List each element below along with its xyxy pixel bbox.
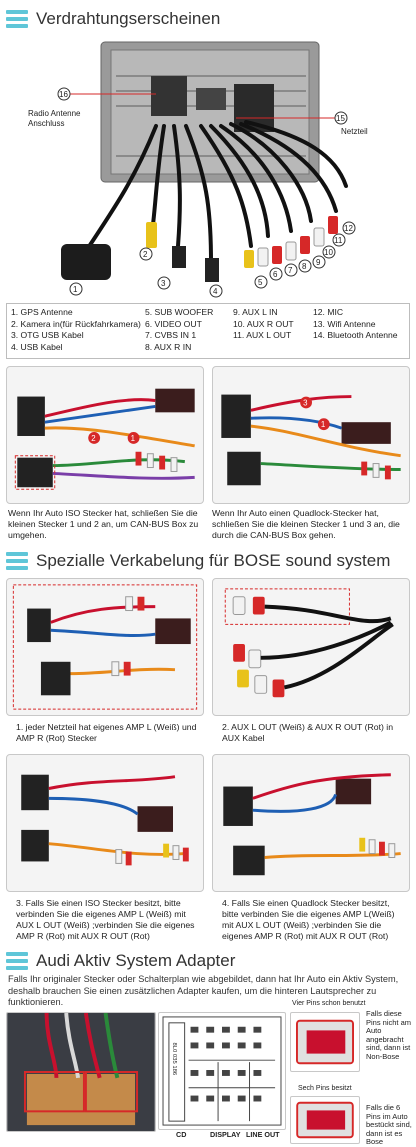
bose-photo-1 [6,578,204,716]
legend-column-2: 5. SUB WOOFER 6. VIDEO OUT 7. CVBS IN 1 … [145,307,233,355]
legend-column-1: 1. GPS Antenne 2. Kamera in(für Rückfahr… [11,307,145,355]
section-title: Audi Aktiv System Adapter [36,951,236,970]
bose-photo-2 [212,578,410,716]
audi-description: Falls Ihr originaler Stecker oder Schalt… [8,974,399,1007]
list-icon [6,950,28,972]
power-label: Netzteil [341,127,368,136]
svg-text:12: 12 [344,224,353,233]
svg-text:1: 1 [73,285,78,294]
svg-text:8: 8 [302,262,307,271]
section-header-wiring: Verdrahtungserscheinen [6,8,220,30]
bose-callout: Falls die 6 Pins im Auto bestückt sind, … [366,1103,412,1147]
non-bose-callout: Falls diese Pins nicht am Auto angebrach… [366,1009,412,1061]
quadlock-connector-photo: 3 1 [212,366,410,504]
badge-1: 1 [131,434,135,443]
svg-text:4: 4 [213,287,218,296]
legend-item: 10. AUX R OUT [233,318,294,329]
svg-text:2: 2 [143,250,148,259]
antenna-label-line2: Anschluss [28,119,64,128]
legend-item: 8. AUX R IN [145,341,192,352]
iso-caption: Wenn Ihr Auto ISO Stecker hat, schließen… [8,508,199,540]
audi-pin-diagram: 8L0 035 186 [158,1012,286,1130]
wiring-legend: 1. GPS Antenne 2. Kamera in(für Rückfahr… [6,303,410,359]
non-bose-connector [290,1012,360,1072]
legend-item: 14. Bluetooth Antenne [313,330,398,341]
label-cd: CD [176,1130,187,1139]
legend-item: 6. VIDEO OUT [145,318,202,329]
label-line-out: LINE OUT [246,1130,280,1139]
svg-text:7: 7 [288,266,293,275]
legend-item: 3. OTG USB Kabel [11,330,84,341]
svg-text:10: 10 [324,248,333,257]
wiring-overview-image: Radio Antenne Anschluss Netzteil 16 15 1… [6,36,410,298]
section-header-bose: Spezialle Verkabelung für BOSE sound sys… [6,550,390,572]
diagram-code: 8L0 035 186 [171,1042,177,1075]
legend-item: 5. SUB WOOFER [145,307,214,317]
badge-1: 1 [321,420,325,429]
legend-column-4: 12. MIC 13. Wifi Antenne 14. Bluetooth A… [313,307,405,355]
bose-photo-3 [6,754,204,892]
svg-text:6: 6 [273,270,278,279]
section-header-audi: Audi Aktiv System Adapter [6,950,235,972]
legend-item: 12. MIC [313,307,344,317]
label-display: DISPLAY [210,1130,241,1139]
badge-3: 3 [303,398,308,407]
svg-text:15: 15 [336,114,345,123]
svg-text:3: 3 [161,279,166,288]
bose-caption-4: 4. Falls Sie einen Quadlock Stecker besi… [222,898,395,941]
legend-item: 13. Wifi Antenne [313,318,376,329]
iso-connector-photo: 2 1 [6,366,204,504]
bose-caption-2: 2. AUX L OUT (Weiß) & AUX R OUT (Rot) in… [222,722,394,743]
svg-text:16: 16 [59,90,68,99]
legend-item: 7. CVBS IN 1 [145,330,197,341]
section-title: Spezialle Verkabelung für BOSE sound sys… [36,551,391,570]
bose-connector [290,1096,360,1144]
list-icon [6,8,28,30]
legend-item: 11. AUX L OUT [233,330,292,341]
legend-item: 2. Kamera in(für Rückfahrkamera) [11,318,141,329]
svg-text:5: 5 [258,278,263,287]
wiring-illustration: Radio Antenne Anschluss Netzteil 16 15 1… [28,41,368,298]
antenna-label-line1: Radio Antenne [28,109,81,118]
quadlock-caption: Wenn Ihr Auto einen Quadlock-Stecker hat… [212,508,400,540]
legend-item: 1. GPS Antenne [11,307,73,317]
sechs-pins-label: Sech Pins besitzt [298,1085,352,1092]
section-title: Verdrahtungserscheinen [36,9,221,28]
legend-column-3: 9. AUX L IN 10. AUX R OUT 11. AUX L OUT [233,307,313,355]
legend-item: 4. USB Kabel [11,341,63,352]
vier-pins-label: Vier Pins schon benutzt [292,1000,366,1007]
audi-connector-photo [6,1012,156,1132]
svg-text:11: 11 [334,236,343,245]
badge-2: 2 [91,434,95,443]
list-icon [6,550,28,572]
svg-text:9: 9 [316,258,321,267]
legend-item: 9. AUX L IN [233,307,278,317]
bose-caption-1: 1. jeder Netzteil hat eigenes AMP L (Wei… [16,722,197,743]
bose-photo-4 [212,754,410,892]
bose-caption-3: 3. Falls Sie einen ISO Stecker besitzt, … [16,898,195,941]
